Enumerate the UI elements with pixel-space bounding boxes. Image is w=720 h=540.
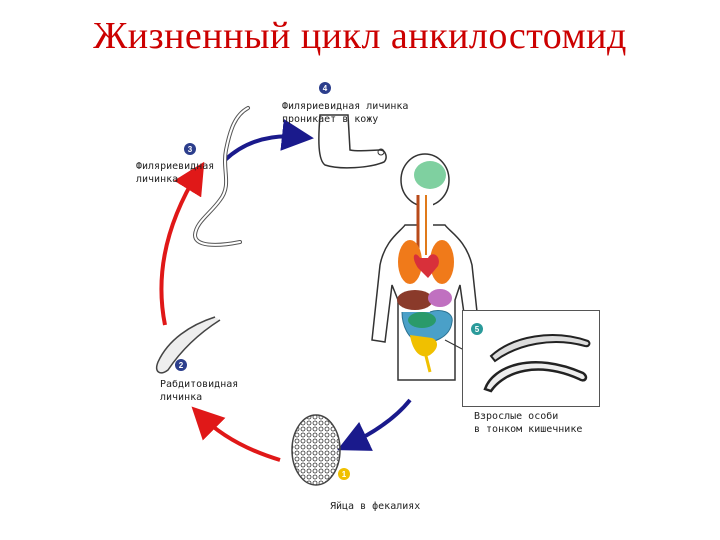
stage-number: 1 <box>342 470 347 479</box>
arrow-rhabditiform-to-filariform <box>159 161 205 326</box>
eggs-drawing <box>291 414 341 486</box>
stage-number: 2 <box>179 361 184 370</box>
stage-4-label: Филяриевидная личинка проникает в кожу <box>282 101 409 125</box>
arrow-filariform-to-skin <box>223 118 314 162</box>
adult-worm-drawing <box>489 334 591 363</box>
stage-number: 4 <box>323 84 328 93</box>
stage-badge-1: 1 <box>338 468 350 480</box>
human-body-drawing <box>371 153 481 381</box>
brain-drawing <box>414 161 446 189</box>
stomach-drawing <box>428 289 452 307</box>
liver-drawing <box>397 290 433 310</box>
adult-worm-drawing <box>483 361 588 393</box>
rhabditiform-larva-drawing <box>156 316 221 374</box>
lungs-drawing <box>398 240 422 284</box>
stage-number: 3 <box>188 145 193 154</box>
diagram-title: Жизненный цикл анкилостомид <box>93 15 627 57</box>
stage-3-label: Филяриевидная личинка <box>136 161 215 185</box>
stage-badge-2: 2 <box>175 359 187 371</box>
adult-worms-inset: 5 <box>462 310 600 407</box>
stage-1-label: Яйца в фекалиях <box>330 501 421 512</box>
arrow-adults-to-eggs <box>337 398 412 451</box>
foot-drawing <box>318 114 387 169</box>
stage-badge-5 <box>471 323 483 335</box>
stage-2-label: Рабдитовидная личинка <box>160 379 239 403</box>
stage-badge-4: 4 <box>319 82 331 94</box>
arrow-eggs-to-rhabditiform <box>191 406 281 462</box>
stage-badge-3: 3 <box>184 143 196 155</box>
stage-5-label: Взрослые особи в тонком кишечнике <box>474 411 583 435</box>
stage-number: 5 <box>475 325 480 334</box>
